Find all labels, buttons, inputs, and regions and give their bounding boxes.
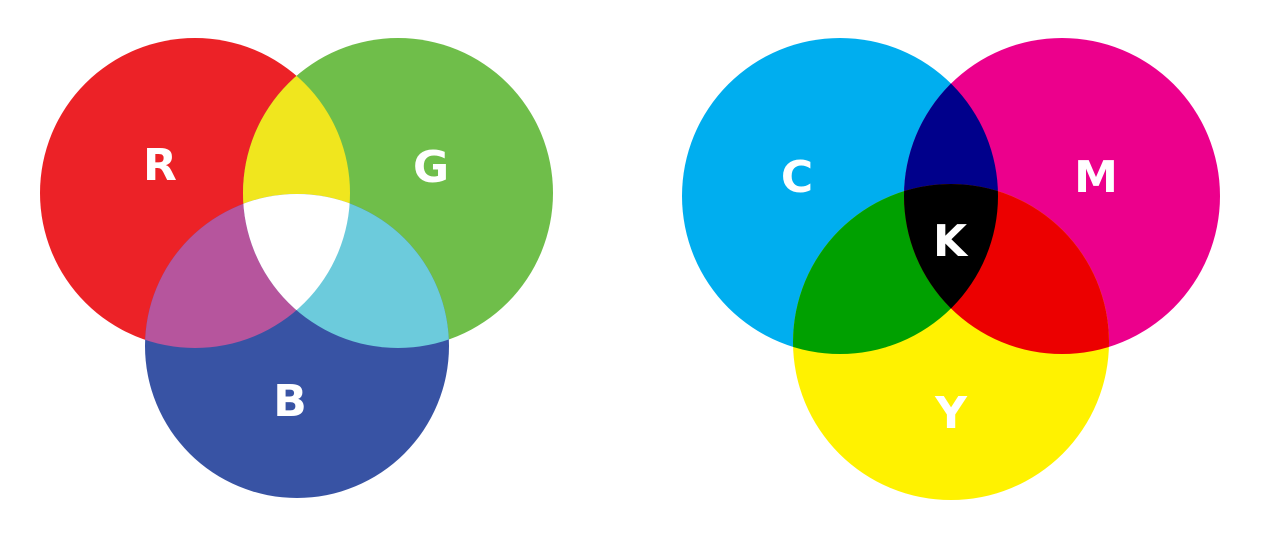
cyan-label: C	[781, 152, 813, 203]
green-label: G	[413, 142, 449, 193]
key-label: K	[933, 216, 969, 267]
magenta-label: M	[1074, 152, 1118, 203]
rgb-model: R G B	[40, 38, 553, 498]
yellow-label: Y	[934, 388, 968, 439]
red-label: R	[143, 140, 177, 191]
blue-label: B	[273, 376, 307, 427]
cmyk-model: C M K Y	[682, 38, 1220, 500]
